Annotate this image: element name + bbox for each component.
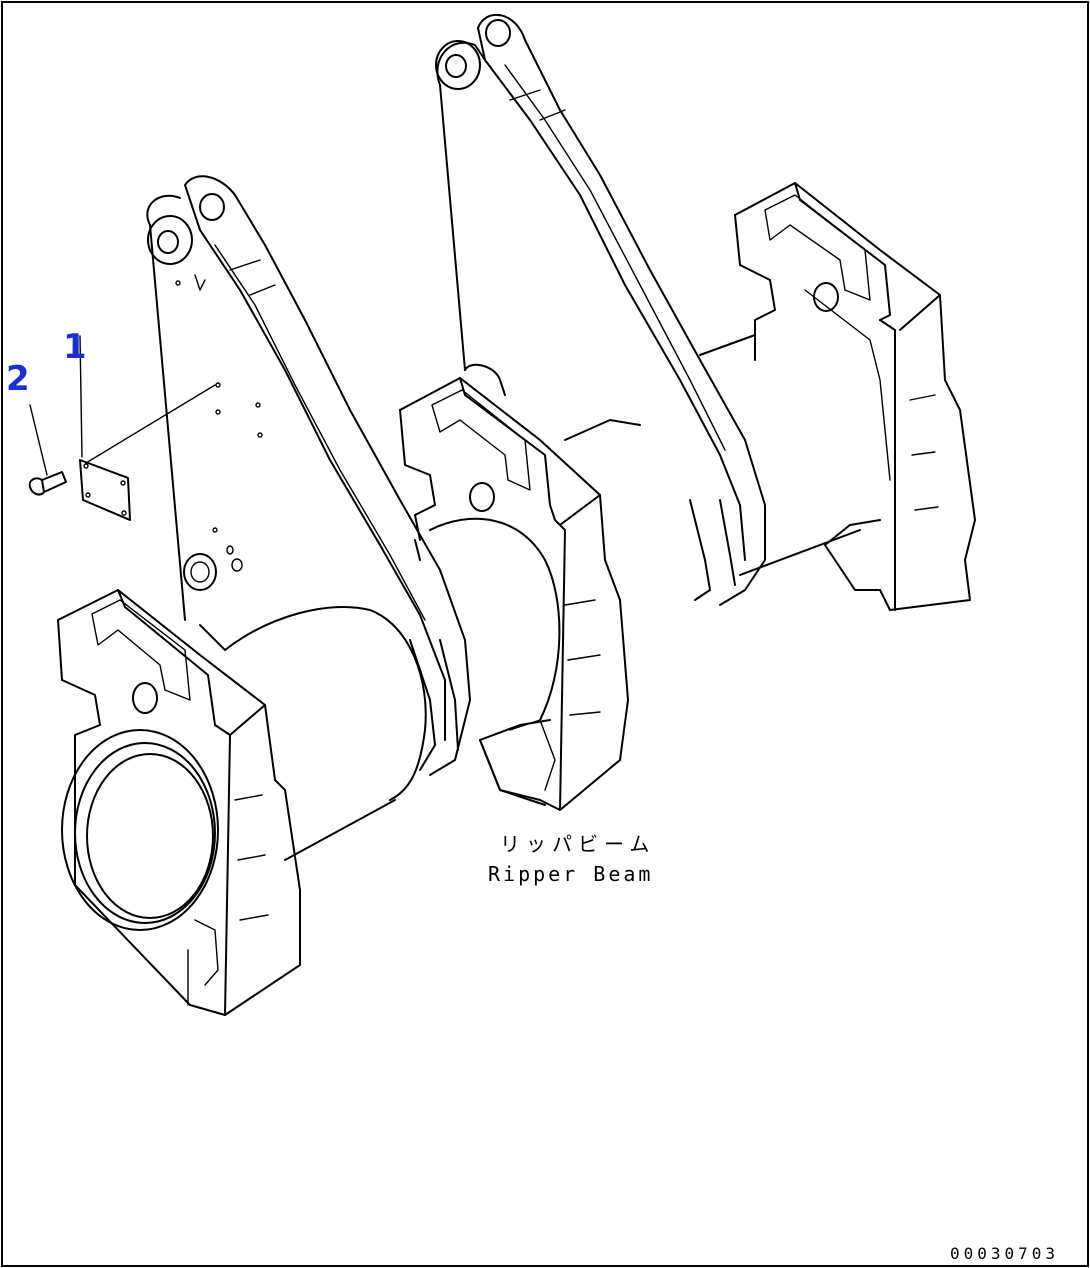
front-bracket <box>57 589 301 1016</box>
part-label-jp: リッパビーム <box>500 832 656 856</box>
rear-bracket <box>734 182 976 611</box>
rear-cylinder <box>564 334 861 576</box>
callout-2: 2 <box>6 359 30 399</box>
part-1-cover-plate <box>79 335 216 521</box>
middle-cylinder <box>414 517 561 721</box>
drawing-number: 00030703 <box>950 1244 1060 1263</box>
part-2-bolt <box>28 404 67 496</box>
part-label-en: Ripper Beam <box>488 862 654 886</box>
callout-1: 1 <box>63 327 87 367</box>
front-arm <box>146 175 471 776</box>
front-cylinder <box>199 606 427 861</box>
middle-bracket <box>399 377 629 811</box>
rear-arm <box>435 13 766 606</box>
